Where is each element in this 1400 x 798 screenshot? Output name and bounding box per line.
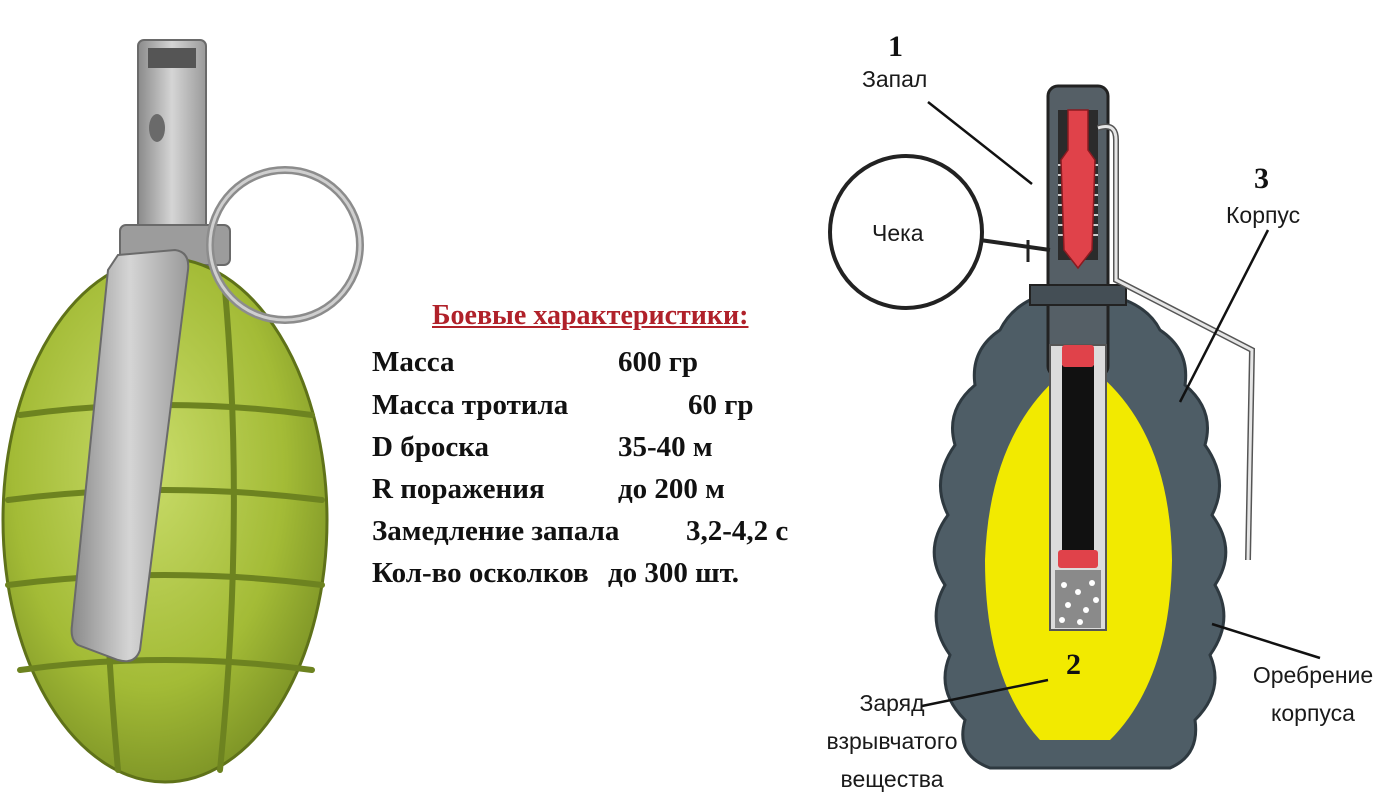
ribbing-label-line-1: Оребрение (1252, 662, 1374, 688)
leader-lines (921, 101, 1321, 708)
fuse-label: Запал (862, 66, 928, 92)
spec-value-mass: 600 гр (618, 346, 699, 378)
spec-label-damage-radius: R поражения (372, 473, 545, 505)
spec-label-fuse-delay: Замедление запала (372, 515, 620, 547)
spec-label-fragments: Кол-во осколков (372, 557, 589, 589)
body-label: Корпус (1226, 202, 1301, 228)
spec-label-tnt-mass: Масса тротила (372, 389, 569, 421)
ribbing-label-line-2: корпуса (1271, 700, 1355, 726)
spec-label-throw-distance: D броска (372, 431, 489, 463)
charge-label-line-1: Заряд (859, 690, 925, 716)
spec-value-fragments: до 300 шт. (608, 557, 739, 589)
grenade-cross-section (828, 84, 1256, 770)
body-number: 3 (1254, 162, 1269, 195)
pin-label: Чека (872, 220, 924, 246)
grenade-photo (1, 39, 364, 784)
fuse-number: 1 (888, 30, 903, 63)
spec-value-throw-distance: 35-40 м (618, 431, 713, 463)
spec-value-tnt-mass: 60 гр (688, 389, 754, 421)
ribbing-label: Оребрение корпуса (1238, 656, 1388, 732)
charge-label: Заряд взрывчатого вещества (812, 684, 972, 798)
spec-value-fuse-delay: 3,2-4,2 с (686, 515, 789, 547)
charge-label-line-3: вещества (840, 766, 944, 792)
charge-number: 2 (1066, 648, 1081, 681)
spec-value-damage-radius: до 200 м (618, 473, 725, 505)
charge-label-line-2: взрывчатого (826, 728, 958, 754)
specs-title: Боевые характеристики: (432, 300, 749, 331)
spec-label-mass: Масса (372, 346, 455, 378)
